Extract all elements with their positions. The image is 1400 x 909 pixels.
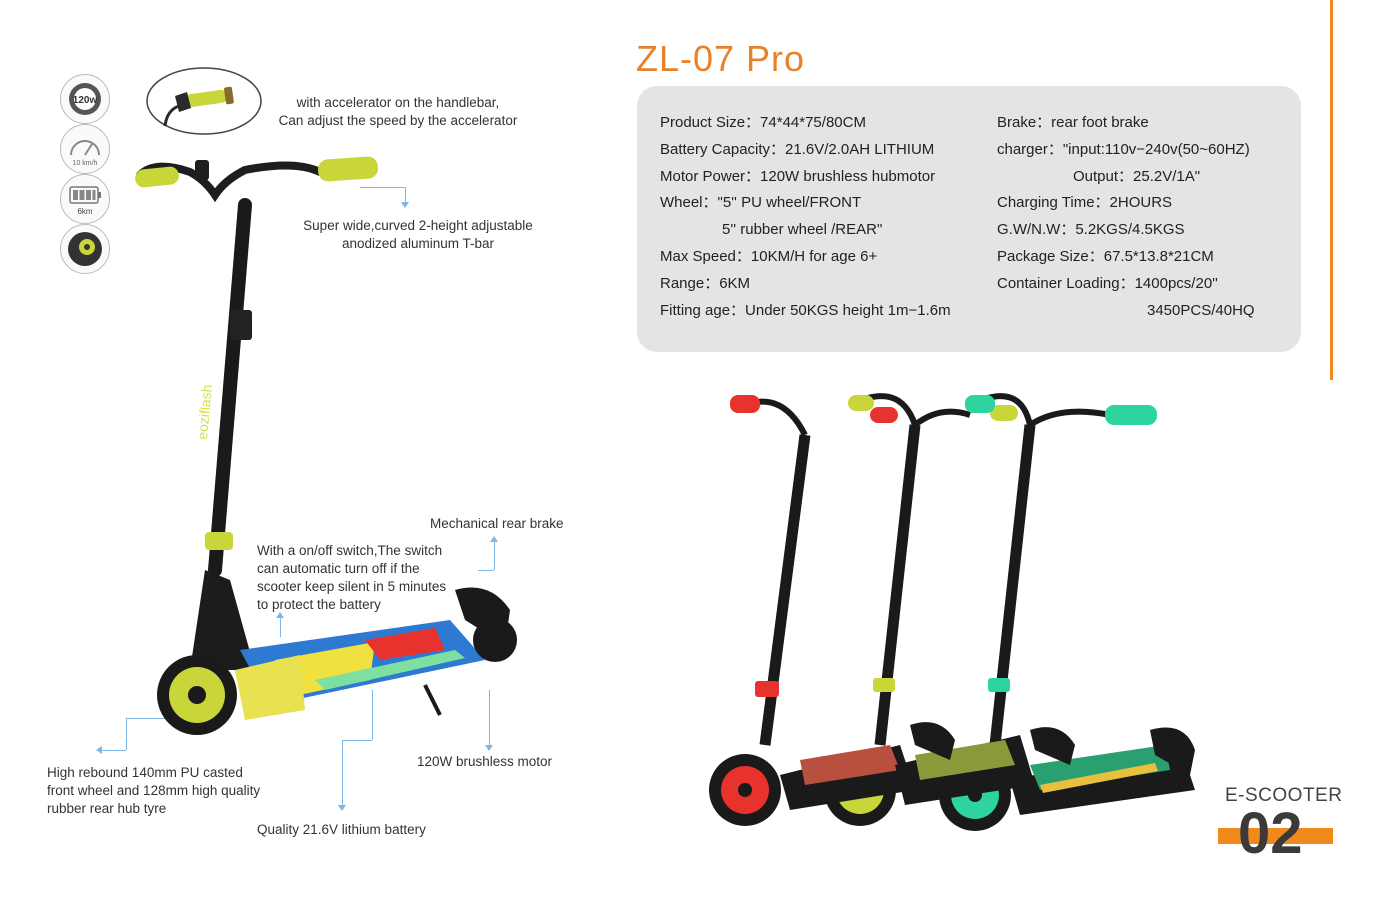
spec-motor-power: Motor Power：120W brushless hubmotor	[660, 167, 936, 185]
spec-brake: Brake：rear foot brake	[997, 114, 1149, 131]
callout-rear-brake-text: Mechanical rear brake	[430, 516, 564, 531]
callout-tbar-text: Super wide,curved 2-height adjustable an…	[303, 218, 533, 251]
spec-fitting-age: Fitting age：Under 50KGS height 1m−1.6m	[660, 301, 951, 319]
motor-power-icon: 120w	[60, 74, 110, 124]
hub-motor-icon	[60, 224, 110, 274]
speedometer-label: 10 km/h	[73, 160, 98, 167]
leader-battery-v	[342, 740, 343, 806]
leader-motor-arrow	[485, 745, 493, 751]
leader-brake-arrow	[490, 536, 498, 542]
callout-accelerator-text: with accelerator on the handlebar, Can a…	[278, 95, 518, 128]
spec-panel	[637, 86, 1301, 352]
spec-charger-output: Output：25.2V/1A"	[1073, 167, 1201, 185]
variant-scooters-image	[700, 385, 1200, 845]
speedometer-icon: 10 km/h	[60, 124, 110, 174]
callout-battery-text: Quality 21.6V lithium battery	[257, 822, 426, 837]
leader-motor-v	[489, 690, 490, 746]
leader-tbar-v	[405, 187, 406, 203]
callout-switch-text: With a on/off switch,The switch can auto…	[257, 543, 447, 612]
callout-motor: 120W brushless motor	[417, 753, 552, 771]
callout-wheel: High rebound 140mm PU casted front wheel…	[47, 764, 307, 818]
spec-package-size: Package Size：67.5*13.8*21CM	[997, 247, 1214, 265]
leader-switch-arrow	[276, 612, 284, 618]
spec-container-loading: Container Loading：1400pcs/20''	[997, 274, 1218, 292]
spec-container-loading-hq: 3450PCS/40HQ	[1147, 301, 1255, 319]
spec-list-left: Product Size：74*44*75/80CM Battery Capac…	[660, 110, 951, 324]
spec-wheel: Wheel："5'' PU wheel/FRONT	[660, 194, 862, 212]
spec-weight: G.W/N.W：5.2KGS/4.5KGS	[997, 221, 1185, 239]
battery-label: 6km	[77, 207, 92, 216]
spec-wheel-rear: 5'' rubber wheel /REAR"	[722, 221, 883, 239]
leader-brake-v	[494, 541, 495, 570]
spec-range: Range：6KM	[660, 274, 751, 292]
leader-switch-v	[280, 617, 281, 637]
leader-battery-h	[342, 740, 372, 741]
spec-charging-time: Charging Time：2HOURS	[997, 194, 1173, 212]
leader-battery-arrow	[338, 805, 346, 811]
orange-divider	[1330, 0, 1333, 380]
badge-accent-bar	[1218, 828, 1333, 844]
leader-tbar-h	[360, 187, 406, 188]
callout-motor-text: 120W brushless motor	[417, 754, 553, 769]
callout-tbar: Super wide,curved 2-height adjustable an…	[282, 217, 554, 253]
callout-switch: With a on/off switch,The switch can auto…	[257, 542, 487, 614]
product-title: ZL-07 Pro	[636, 38, 806, 79]
callout-accelerator: with accelerator on the handlebar, Can a…	[258, 94, 538, 130]
callout-rear-brake: Mechanical rear brake	[430, 515, 564, 533]
callout-wheel-text: High rebound 140mm PU casted front wheel…	[47, 765, 261, 816]
accelerator-detail-image	[145, 66, 263, 136]
leader-brake-h	[478, 570, 494, 571]
spec-list-right: Brake：rear foot brake charger："input:110…	[997, 110, 1255, 324]
spec-charger: charger："input:110v−240v(50~60HZ)	[997, 140, 1250, 158]
svg-text:eoziflash: eoziflash	[194, 384, 215, 440]
spec-max-speed: Max Speed：10KM/H for age 6+	[660, 247, 878, 265]
badge-label: E-SCOOTER	[1225, 785, 1343, 806]
leader-battery-v2	[372, 690, 373, 740]
leader-wheel-arrow	[96, 746, 102, 754]
battery-icon: 6km	[60, 174, 110, 224]
page-number: 02	[1238, 801, 1303, 866]
leader-wheel-v	[126, 718, 127, 750]
motor-power-label: 120w	[73, 95, 98, 106]
callout-battery: Quality 21.6V lithium battery	[257, 821, 426, 839]
leader-tbar-arrow	[401, 202, 409, 208]
spec-battery-capacity: Battery Capacity：21.6V/2.0AH LITHIUM	[660, 140, 935, 158]
spec-product-size: Product Size：74*44*75/80CM	[660, 114, 866, 131]
leader-wheel-h	[102, 750, 126, 751]
main-scooter-image: eoziflash	[135, 150, 535, 750]
leader-wheel-h2	[126, 718, 166, 719]
